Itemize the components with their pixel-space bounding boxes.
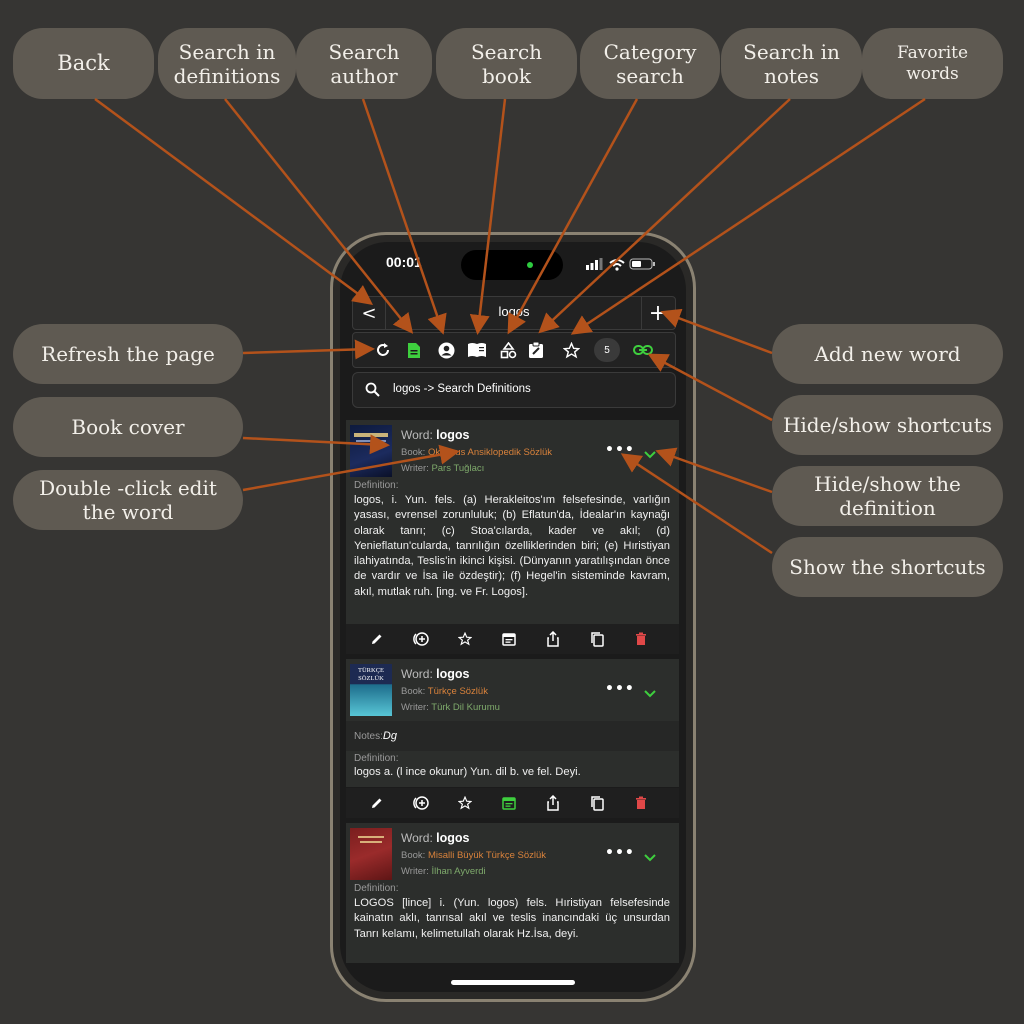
writer-label: Writer: İlhan Ayverdi	[401, 866, 486, 877]
search-book-icon[interactable]	[467, 340, 487, 360]
book-cover-image	[350, 828, 392, 880]
word-prefix: Word:	[401, 667, 433, 681]
star-icon[interactable]	[456, 630, 474, 648]
word-label[interactable]: Word: logos	[401, 428, 469, 442]
callout-book-cover: Book cover	[13, 397, 243, 457]
book-label: Book: Türkçe Sözlük	[401, 686, 488, 697]
search-definitions-icon[interactable]	[404, 340, 424, 360]
search-notes-icon[interactable]	[526, 340, 546, 360]
callout-favorite-words: Favorite words	[862, 28, 1003, 99]
definition-label: Definition:	[354, 480, 399, 491]
delete-trash-icon[interactable]	[632, 630, 650, 648]
word-value: logos	[436, 831, 470, 845]
word-label[interactable]: Word: logos	[401, 831, 469, 845]
count-badge: 5	[594, 338, 620, 362]
word-label[interactable]: Word: logos	[401, 667, 469, 681]
search-author-icon[interactable]	[436, 340, 456, 360]
callout-search-author: Search author	[296, 28, 432, 99]
callout-show-shortcuts: Show the shortcuts	[772, 537, 1003, 597]
shortcut-actions-2	[346, 788, 679, 818]
writer-label: Writer: Pars Tuğlacı	[401, 463, 485, 474]
word-value: logos	[436, 667, 470, 681]
copy-icon[interactable]	[588, 794, 606, 812]
link-toggle-icon[interactable]	[633, 340, 653, 360]
definition-label: Definition:	[354, 753, 399, 764]
callout-hide-show-shortcuts: Hide/show shortcuts	[772, 395, 1003, 455]
copy-icon[interactable]	[588, 630, 606, 648]
delete-trash-icon[interactable]	[632, 794, 650, 812]
share-icon[interactable]	[544, 630, 562, 648]
phone-screen: 00:01 < logos +	[340, 242, 686, 992]
chevron-down-icon[interactable]	[644, 683, 656, 702]
book-label: Book: Okyanus Ansiklopedik Sözlük	[401, 447, 553, 458]
callout-add-new-word: Add new word	[772, 324, 1003, 384]
refresh-icon[interactable]	[373, 340, 393, 360]
search-icon	[365, 382, 380, 400]
word-card-3[interactable]: Word: logos Book: Misalli Büyük Türkçe S…	[346, 823, 679, 963]
more-options-icon[interactable]: •••	[605, 681, 635, 697]
add-circle-icon[interactable]	[412, 794, 430, 812]
notes-calendar-icon[interactable]	[500, 794, 518, 812]
word-value: logos	[436, 428, 470, 442]
definition-text[interactable]: LOGOS [lince] i. (Yun. logos) fels. Hıri…	[354, 897, 670, 940]
definition-text[interactable]: logos, i. Yun. fels. (a) Herakleitos'ım …	[354, 494, 670, 598]
back-button[interactable]: <	[353, 297, 386, 329]
callout-search-notes: Search in notes	[721, 28, 862, 99]
chevron-down-icon[interactable]	[644, 847, 656, 866]
shortcut-toolbar: 5	[352, 332, 676, 368]
word-prefix: Word:	[401, 428, 433, 442]
search-text: logos -> Search Definitions	[393, 383, 531, 395]
category-search-icon[interactable]	[498, 340, 518, 360]
callout-search-definitions: Search in definitions	[158, 28, 296, 99]
add-circle-icon[interactable]	[412, 630, 430, 648]
definition-text[interactable]: logos a. (l ince okunur) Yun. dil b. ve …	[354, 766, 581, 778]
home-indicator	[451, 980, 575, 985]
word-card-2[interactable]: TÜRKÇE SÖZLÜK Word: logos Book: Türkçe S…	[346, 659, 679, 787]
callout-hide-show-definition: Hide/show the definition	[772, 466, 1003, 526]
callout-search-book: Search book	[436, 28, 577, 99]
callout-refresh-page: Refresh the page	[13, 324, 243, 384]
notes-calendar-icon[interactable]	[500, 630, 518, 648]
shortcut-actions-1	[346, 624, 679, 654]
book-label: Book: Misalli Büyük Türkçe Sözlük	[401, 850, 547, 861]
more-options-icon[interactable]: •••	[605, 845, 635, 861]
share-icon[interactable]	[544, 794, 562, 812]
callout-double-click-edit: Double -click edit the word	[13, 470, 243, 530]
definition-label: Definition:	[354, 883, 399, 894]
writer-label: Writer: Türk Dil Kurumu	[401, 702, 500, 713]
book-cover-image: TÜRKÇE SÖZLÜK	[350, 664, 392, 716]
callout-back: Back	[13, 28, 154, 99]
favorite-star-icon[interactable]	[561, 340, 581, 360]
notes-label: Notes:Dg	[354, 730, 397, 742]
status-time: 00:01	[386, 254, 422, 270]
notes-row	[346, 721, 679, 751]
edit-pencil-icon[interactable]	[368, 794, 386, 812]
edit-pencil-icon[interactable]	[368, 630, 386, 648]
callout-category-search: Category search	[580, 28, 720, 99]
cover-title: TÜRKÇE SÖZLÜK	[358, 667, 384, 682]
word-prefix: Word:	[401, 831, 433, 845]
chevron-down-icon[interactable]	[644, 444, 656, 463]
star-icon[interactable]	[456, 794, 474, 812]
search-input[interactable]: logos -> Search Definitions	[352, 372, 676, 408]
